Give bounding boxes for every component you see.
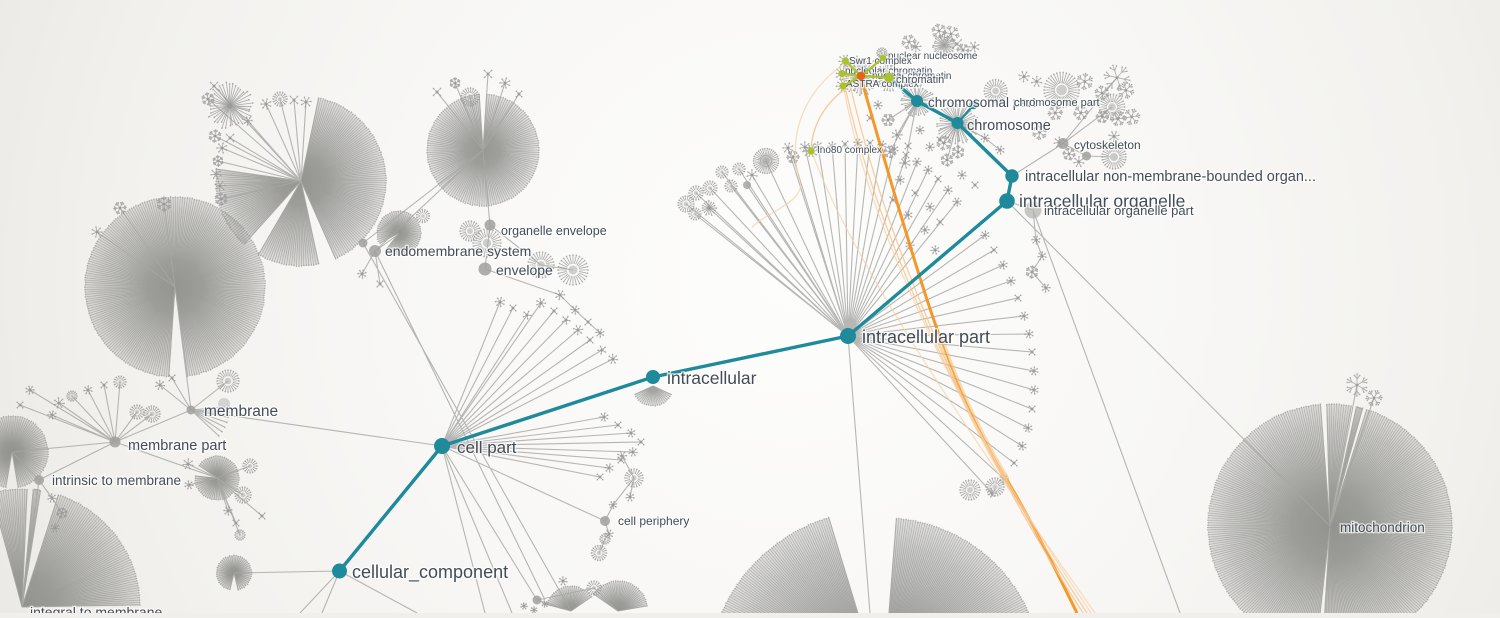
svg-text:cellular_component: cellular_component: [352, 562, 508, 583]
svg-text:integral to membrane: integral to membrane: [30, 604, 163, 613]
svg-text:nucleolar chromatin: nucleolar chromatin: [845, 66, 932, 77]
svg-text:chromosomal part: chromosomal part: [928, 95, 1036, 110]
svg-text:cell part: cell part: [457, 438, 517, 457]
svg-text:ASTRA complex: ASTRA complex: [846, 79, 919, 90]
svg-text:intracellular non-membrane-bou: intracellular non-membrane-bounded organ…: [1025, 169, 1316, 185]
svg-text:cell periphery: cell periphery: [618, 514, 689, 528]
svg-text:intracellular: intracellular: [667, 368, 757, 388]
svg-text:chromosome: chromosome: [967, 118, 1051, 134]
svg-text:organelle envelope: organelle envelope: [501, 224, 607, 238]
svg-text:nuclear nucleosome: nuclear nucleosome: [888, 51, 978, 62]
svg-text:chromatin: chromatin: [896, 74, 944, 86]
svg-text:intracellular part: intracellular part: [862, 327, 990, 347]
svg-text:intrinsic to membrane: intrinsic to membrane: [52, 473, 181, 488]
svg-text:intracellular organelle: intracellular organelle: [1019, 191, 1185, 211]
svg-text:chromosome part: chromosome part: [1014, 97, 1100, 109]
svg-text:intracellular organelle part: intracellular organelle part: [1044, 203, 1194, 218]
svg-text:mitochondrion: mitochondrion: [1340, 520, 1425, 535]
svg-text:membrane: membrane: [204, 403, 278, 420]
svg-text:endomembrane system: endomembrane system: [385, 243, 531, 259]
svg-text:envelope: envelope: [496, 262, 553, 278]
svg-text:membrane part: membrane part: [128, 438, 226, 454]
svg-text:Ino80 complex: Ino80 complex: [817, 145, 882, 156]
svg-text:cytoskeleton: cytoskeleton: [1074, 138, 1141, 152]
